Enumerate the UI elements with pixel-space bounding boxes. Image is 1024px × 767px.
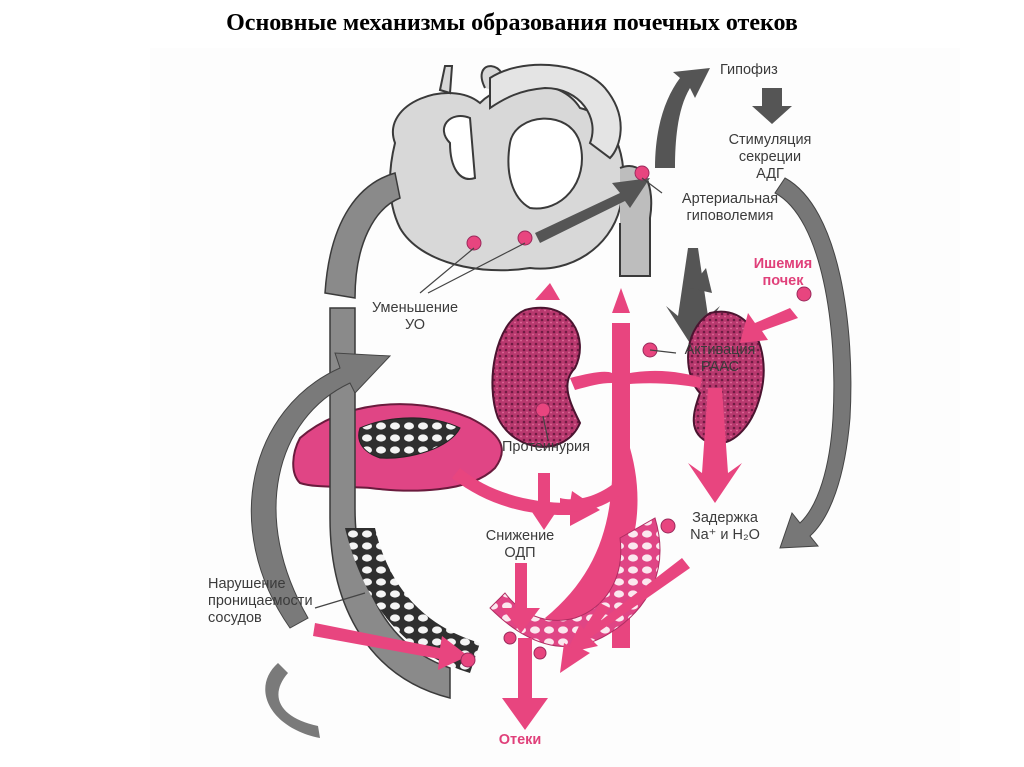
arrow-circulation-left (250, 352, 392, 629)
arrow-proteinuria-odp (526, 473, 562, 530)
arrow-heart-to-hypovolemia (535, 178, 650, 243)
label-permeability: Нарушение проницаемости сосудов (208, 576, 313, 627)
arrow-odp-down (502, 563, 540, 633)
label-hypovolemia-line-1: Артериальная (681, 191, 779, 207)
arrow-kidney-up-right (612, 288, 630, 313)
capillary-net-grey (345, 528, 480, 673)
arrow-ischemia-kidney (740, 308, 798, 343)
slide-title: Основные механизмы образования почечных … (226, 10, 798, 36)
marker-dots (460, 165, 812, 668)
arrow-permeability-loop (265, 663, 320, 738)
label-raas: Активация РААС (670, 342, 770, 376)
label-adh-line-3: АДГ (756, 166, 784, 182)
label-odp-line-2: ОДП (504, 545, 536, 561)
label-permeability-line-3: сосудов (208, 610, 262, 626)
label-reduced-output: Уменьшение УО (360, 300, 470, 334)
label-retention-line-2: Na⁺ и H₂O (690, 527, 760, 543)
label-permeability-line-2: проницаемости (208, 593, 313, 609)
label-retention-line-1: Задержка (692, 510, 758, 526)
label-edema: Отеки (498, 732, 542, 748)
label-permeability-line-1: Нарушение (208, 576, 286, 592)
label-hypovolemia-line-2: гиповолемия (686, 208, 774, 224)
edema-mechanisms-diagram: Гипофиз Стимуляция секреции АДГ Артериал… (150, 48, 960, 767)
label-raas-line-1: Активация (684, 342, 756, 358)
label-reduced-output-line-1: Уменьшение (371, 300, 459, 316)
label-ischemia-line-1: Ишемия (753, 256, 813, 272)
label-ischemia: Ишемия почек (728, 256, 838, 290)
label-pituitary: Гипофиз (720, 62, 778, 78)
arrow-to-pituitary (655, 68, 710, 168)
label-odp: Снижение ОДП (460, 528, 580, 562)
arrow-kidney-up-left (535, 283, 560, 300)
heart (389, 63, 625, 272)
label-raas-line-2: РААС (700, 359, 740, 375)
label-ischemia-line-2: почек (762, 273, 804, 289)
label-hypovolemia: Артериальная гиповолемия (655, 191, 805, 225)
label-adh-line-2: секреции (738, 149, 802, 165)
arrow-to-edema-main (502, 638, 548, 730)
arrow-proteinuria-merge (560, 478, 628, 512)
arrow-liver-proteinuria (452, 468, 600, 526)
label-adh-stimulation: Стимуляция секреции АДГ (695, 132, 845, 183)
arrow-left-to-edema (313, 623, 468, 670)
label-retention: Задержка Na⁺ и H₂O (665, 510, 785, 544)
arrow-right-to-edema (566, 558, 690, 653)
arrow-right-kidney-up (690, 268, 712, 293)
arrow-raas-retention (688, 388, 742, 503)
label-odp-line-1: Снижение (485, 528, 555, 544)
label-reduced-output-line-2: УО (404, 317, 425, 333)
arrow-right-lower (560, 603, 610, 673)
vena-cava-arch (324, 172, 401, 299)
left-kidney (491, 307, 582, 448)
label-proteinuria: Протеинурия (502, 439, 590, 455)
leader-lines (314, 177, 677, 609)
diagram-artwork (250, 63, 852, 738)
arrow-pituitary-down (752, 88, 792, 124)
liver-net (358, 417, 461, 459)
label-adh-line-1: Стимуляция (728, 132, 812, 148)
arrow-adh-to-retention (774, 177, 852, 549)
